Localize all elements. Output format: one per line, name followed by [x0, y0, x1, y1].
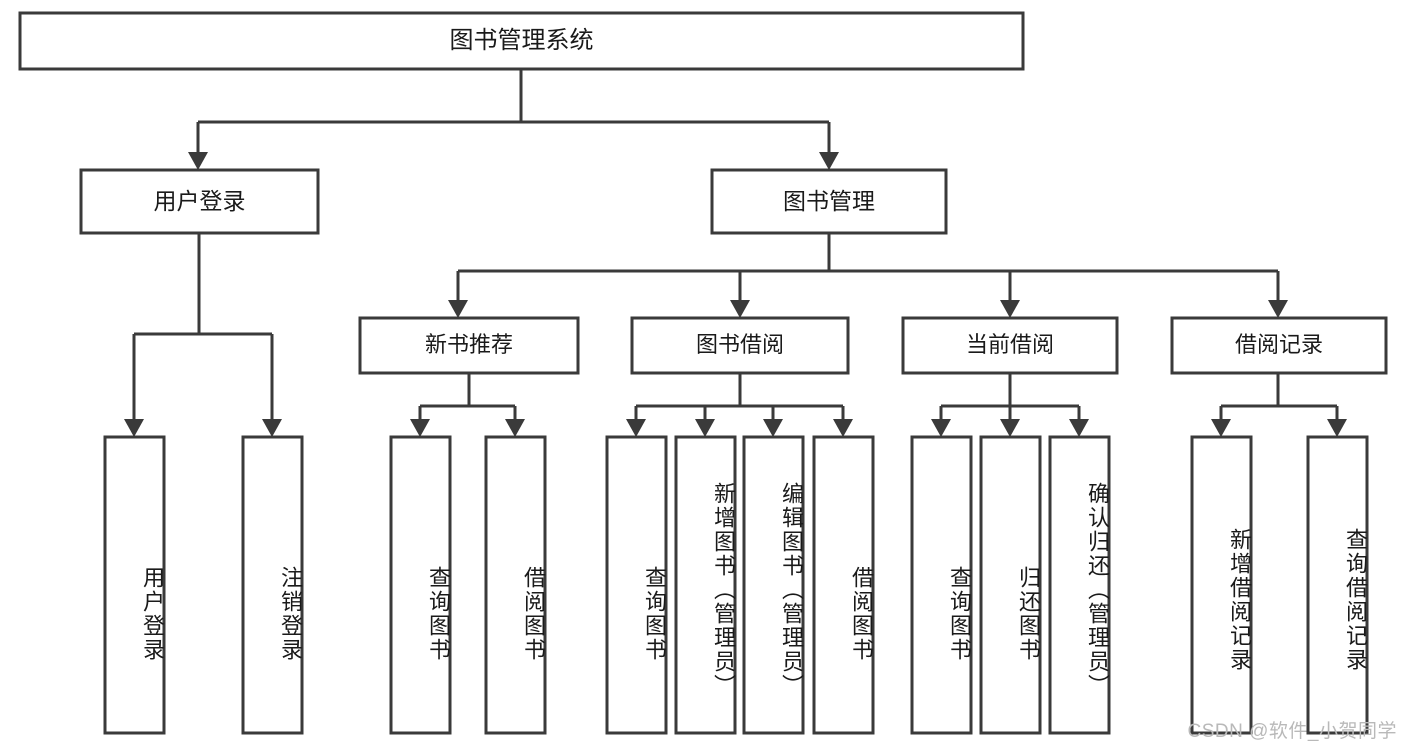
- leaf-new-book-0[interactable]: [389, 435, 452, 735]
- node-root-book-management-system[interactable]: [18, 11, 1025, 71]
- connector-borrow-record-to-leaves: [1211, 373, 1347, 437]
- node-borrow-record[interactable]: [1170, 316, 1388, 375]
- connector-new-book-to-leaves: [410, 373, 525, 437]
- node-user-login[interactable]: [79, 168, 320, 235]
- leaf-new-book-1[interactable]: [484, 435, 547, 735]
- node-book-borrow[interactable]: [630, 316, 850, 375]
- leaf-book-borrow-2[interactable]: [742, 435, 805, 735]
- leaf-book-borrow-0[interactable]: [605, 435, 668, 735]
- leaf-book-borrow-3[interactable]: [812, 435, 875, 735]
- connector-user-login-to-leaves: [124, 233, 282, 437]
- node-current-borrow[interactable]: [901, 316, 1119, 375]
- leaf-user-login-0[interactable]: [103, 435, 166, 735]
- node-new-book-recommend[interactable]: [358, 316, 580, 375]
- leaf-current-borrow-2[interactable]: [1048, 435, 1111, 735]
- connector-root-to-level2: [188, 69, 839, 170]
- leaf-current-borrow-0[interactable]: [910, 435, 973, 735]
- leaf-book-borrow-1[interactable]: [674, 435, 737, 735]
- connector-current-borrow-to-leaves: [931, 373, 1089, 437]
- leaf-borrow-record-1[interactable]: [1306, 435, 1369, 735]
- connector-book-mgmt-to-level3: [448, 233, 1288, 318]
- leaf-current-borrow-1[interactable]: [979, 435, 1042, 735]
- leaf-user-login-1[interactable]: [241, 435, 304, 735]
- leaf-borrow-record-0[interactable]: [1190, 435, 1253, 735]
- node-book-management[interactable]: [710, 168, 948, 235]
- connector-book-borrow-to-leaves: [626, 373, 853, 437]
